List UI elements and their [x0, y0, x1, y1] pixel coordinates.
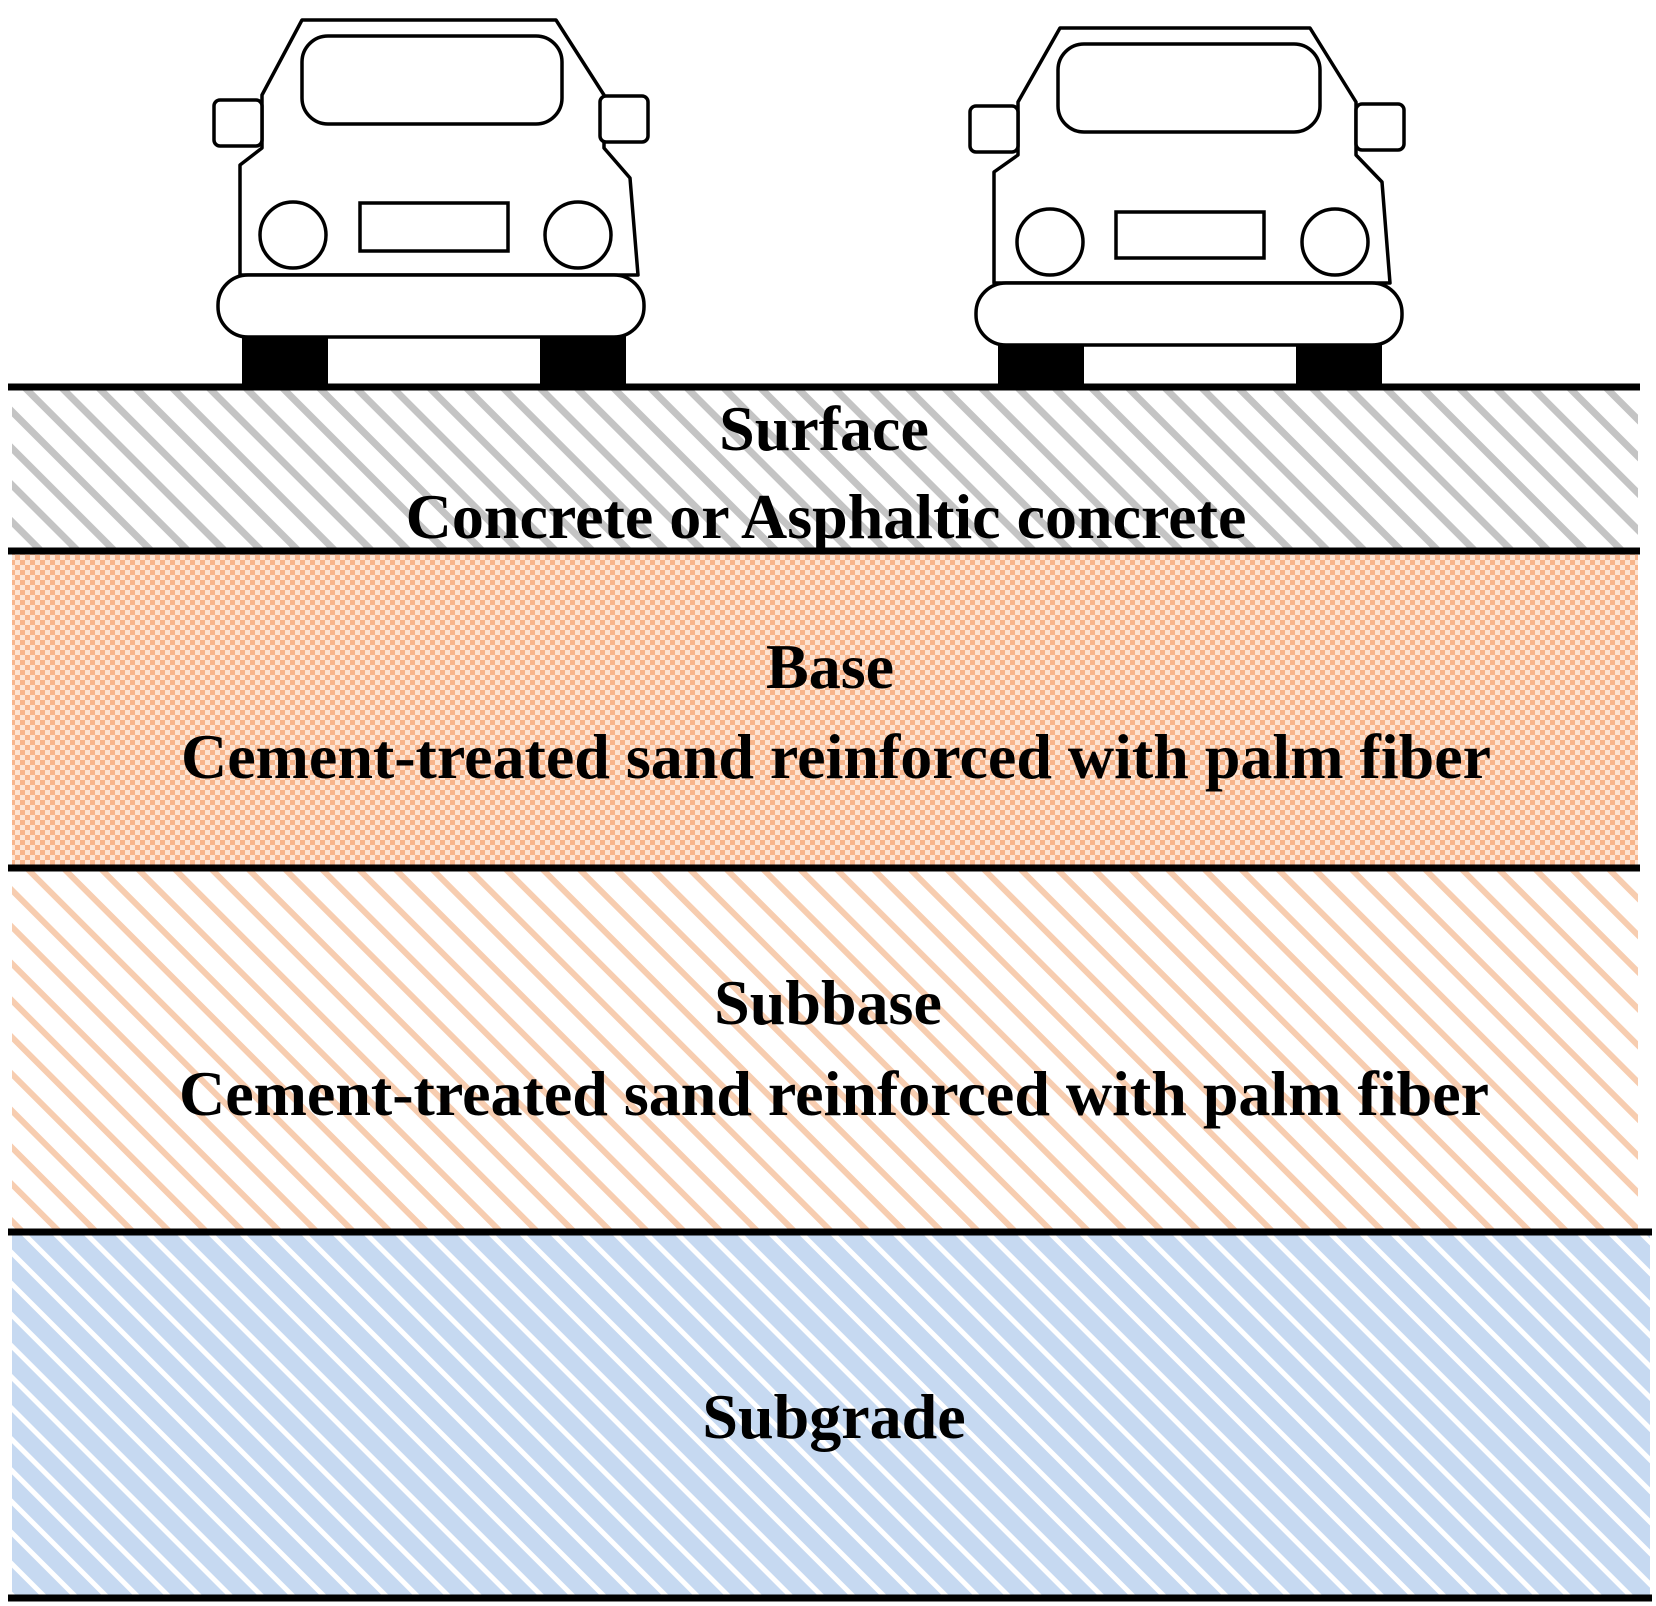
- surface-layer: [12, 387, 1638, 551]
- mirror-right: [598, 94, 650, 144]
- headlight-left: [1015, 207, 1085, 277]
- mirror-right: [1354, 102, 1406, 152]
- base-title: Base: [766, 631, 894, 702]
- windshield: [300, 34, 564, 126]
- left-wheel: [242, 330, 328, 386]
- subgrade-layer: [12, 1232, 1650, 1598]
- right-wheel: [540, 330, 626, 386]
- license-plate: [1114, 210, 1266, 260]
- surface-title: Surface: [719, 393, 929, 464]
- subgrade-title: Subgrade: [702, 1381, 965, 1452]
- mirror-left: [968, 104, 1020, 154]
- surface-material: Concrete or Asphaltic concrete: [406, 481, 1247, 552]
- base-layer: [12, 551, 1638, 868]
- bumper: [974, 281, 1404, 347]
- right-wheel: [1296, 340, 1382, 386]
- headlight-right: [543, 200, 613, 270]
- subbase-material: Cement-treated sand reinforced with palm…: [179, 1058, 1489, 1129]
- mirror-left: [212, 98, 264, 148]
- base-material: Cement-treated sand reinforced with palm…: [181, 721, 1491, 792]
- license-plate: [358, 201, 510, 253]
- subbase-layer: [12, 868, 1638, 1232]
- bumper: [216, 273, 646, 339]
- car-left-icon: [212, 18, 650, 386]
- headlight-right: [1300, 207, 1370, 277]
- subbase-title: Subbase: [714, 967, 942, 1038]
- windshield: [1056, 42, 1322, 134]
- headlight-left: [258, 200, 328, 270]
- car-right-icon: [968, 26, 1406, 386]
- left-wheel: [998, 340, 1084, 386]
